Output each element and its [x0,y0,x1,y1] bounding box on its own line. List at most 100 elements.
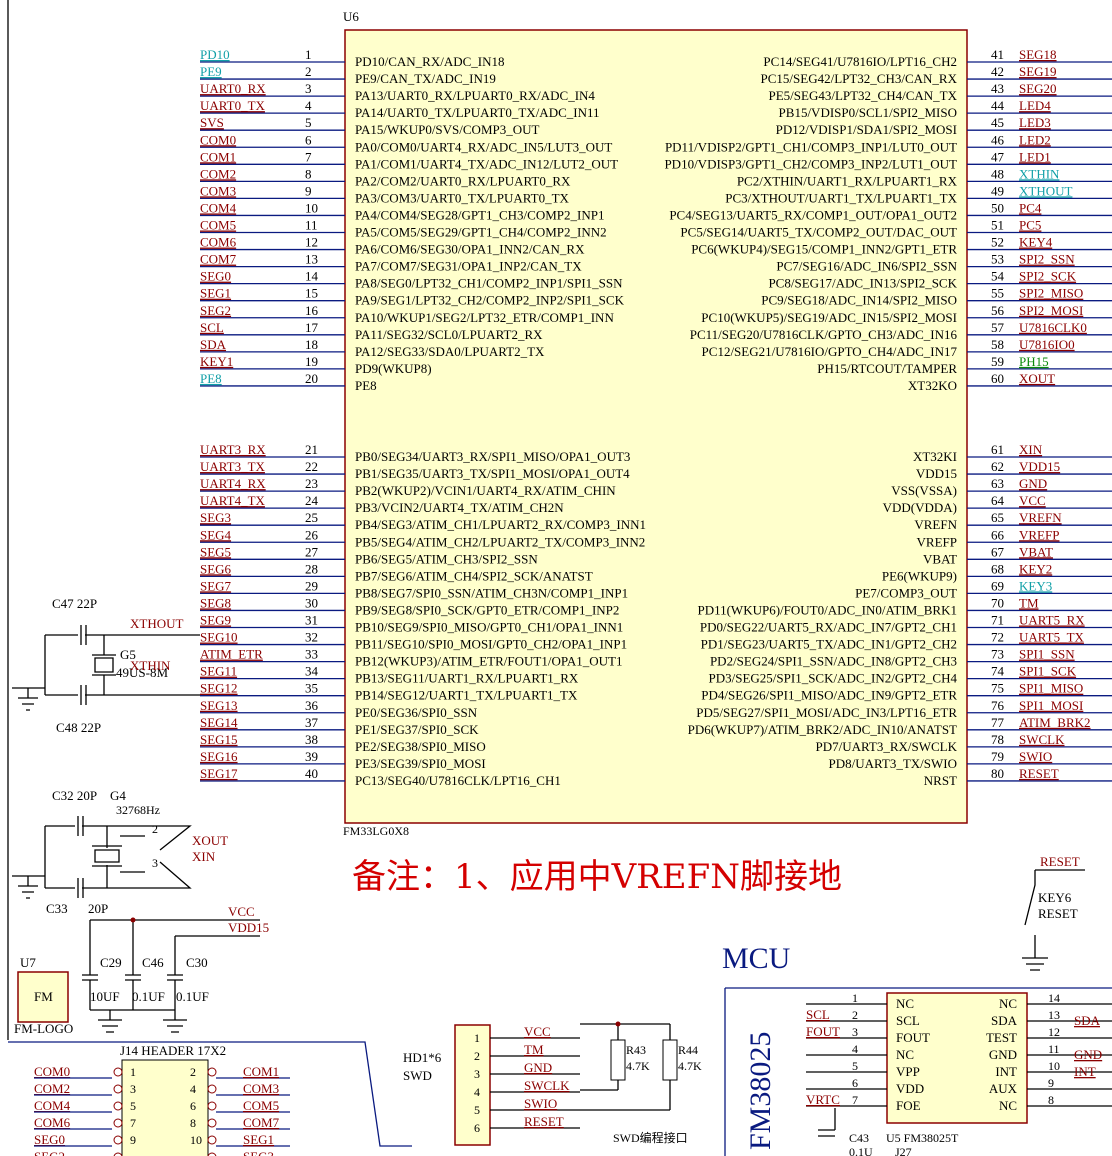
rtc-pin-function: NC [999,996,1017,1011]
u6-pin-number: 33 [305,647,318,662]
rtc-pin-number: 11 [1048,1042,1060,1056]
u6-pin-function: PA9/SEG1/LPT32_CH2/COMP2_INP2/SPI1_SCK [355,293,625,308]
u6-pin-number: 41 [991,47,1004,62]
u6-pin-function: PE0/SEG36/SPI0_SSN [355,705,478,720]
u6-pin-function: NRST [924,773,957,788]
rtc-pin-function: VDD [896,1081,924,1096]
j14-pin-dot [113,1135,123,1145]
u6-net-label: SEG3 [200,510,231,525]
j14-pin-dot [207,1084,217,1094]
section-border [8,987,1112,1156]
u6-net-label: SPI1_MISO [1019,681,1083,696]
u6-pin-function: XT32KI [913,449,957,464]
u6-net-label: SEG17 [200,766,238,781]
u6-pin-function: PE9/CAN_TX/ADC_IN19 [355,71,496,86]
u6-pin-function: PD4/SEG26/SPI1_MISO/ADC_IN9/GPT2_ETR [701,688,957,703]
vdd15-net: VDD15 [228,920,269,935]
u6-net-label: RESET [1019,766,1059,781]
u5-ref: U5 FM38025T [886,1131,959,1145]
u6-pin-number: 45 [991,115,1004,130]
u6-pin-number: 32 [305,630,318,645]
j14-left-net: SEG0 [34,1132,65,1147]
u6-net-label: SPI2_SSN [1019,252,1075,267]
c29-val: 10UF [90,989,120,1004]
j14-pin-number: 2 [190,1065,196,1079]
u6-net-label: COM4 [200,200,237,215]
j14-body [121,1059,209,1156]
swd-pin-number: 6 [474,1121,480,1135]
j14-right-net: COM7 [243,1115,280,1130]
u6-pin-number: 7 [305,149,312,164]
u6-net-label: SDA [200,337,227,352]
u6-pin-number: 36 [305,698,319,713]
logo-block: U7 FM FM-LOGO [14,955,73,1036]
c30-ref: C30 [186,955,208,970]
u6-net-label: PH15 [1019,354,1049,369]
u6-pin-function: PB2(WKUP2)/VCIN1/UART4_RX/ATIM_CHIN [355,483,616,498]
swd-ref: HD1*6 [403,1050,442,1065]
u6-pin-number: 76 [991,698,1005,713]
logo-text: FM [34,989,53,1004]
u6-pin-function: PB12(WKUP3)/ATIM_ETR/FOUT1/OPA1_OUT1 [355,654,622,669]
u6-net-label: SEG18 [1019,47,1057,62]
u6-net-label: VREFN [1019,510,1062,525]
u6-net-label: LED3 [1019,115,1051,130]
u6-pin-function: PD7/UART3_RX/SWCLK [815,739,957,754]
u6-pin-number: 2 [305,64,312,79]
u6-pin-number: 58 [991,337,1004,352]
u6-pin-function: PC3/XTHOUT/UART1_TX/LPUART1_TX [725,190,957,205]
u6-body [344,29,968,824]
rtc-pin-number: 5 [852,1059,858,1073]
u6-net-label: SEG8 [200,595,231,610]
u6-pin-number: 17 [305,320,319,335]
u6-pin-number: 60 [991,371,1004,386]
u6-pin-number: 61 [991,442,1004,457]
u6-pin-function: PB15/VDISP0/SCL1/SPI2_MISO [779,105,957,120]
u6-pin-number: 72 [991,630,1004,645]
j14-pin-number: 3 [130,1082,136,1096]
u6-pin-function: PA2/COM2/UART0_RX/LPUART0_RX [355,173,571,188]
u6-pin-function: PD8/UART3_TX/SWIO [829,756,958,771]
u6-pin-function: PC14/SEG41/U7816IO/LPT16_CH2 [763,54,957,69]
j14-pin-number: 1 [130,1065,136,1079]
u6-pin-number: 40 [305,766,318,781]
u6-net-label: UART3_RX [200,442,266,457]
g4-ref: G4 [110,788,126,803]
j14-pin-dot [207,1152,217,1156]
rtc-pin-function: FOE [896,1098,921,1113]
rtc-pin-number: 3 [852,1025,858,1039]
u6-pin-function: PC8/SEG17/ADC_IN13/SPI2_SCK [768,276,957,291]
u6-pin-function: PD0/SEG22/UART5_RX/ADC_IN7/GPT2_CH1 [700,620,957,635]
key6-ref: KEY6 [1038,890,1072,905]
rtc-pin-function: SDA [991,1013,1018,1028]
u6-pin-function: PB13/SEG11/UART1_RX/LPUART1_RX [355,671,579,686]
swd-body [454,1024,491,1146]
u6-net-label: U7816CLK0 [1019,320,1087,335]
u6-pin-function: PC13/SEG40/U7816CLK/LPT16_CH1 [355,773,561,788]
u6-pin-number: 43 [991,81,1004,96]
u6-pin-function: VDD(VDDA) [883,500,957,515]
u6-pin-function: PB9/SEG8/SPI0_SCK/GPT0_ETR/COMP1_INP2 [355,602,619,617]
u6-net-label: SEG10 [200,630,238,645]
rtc-pin-function: AUX [989,1081,1018,1096]
swd-name: SWD [403,1068,432,1083]
r43-junction [615,1021,621,1027]
rtc-pin-function: FOUT [896,1030,930,1045]
u6-net-label: XTHOUT [1019,183,1072,198]
u6-pin-function: PE6(WKUP9) [882,568,957,583]
swd-pin-number: 4 [474,1085,480,1099]
rtc-pin-function: TEST [986,1030,1017,1045]
u6-pin-number: 20 [305,371,318,386]
swd-label: SWD编程接口 [613,1130,688,1145]
key6-name: RESET [1038,906,1078,921]
u6-pin-number: 65 [991,510,1004,525]
u6-net-label: COM7 [200,252,237,267]
u6-net-label: VBAT [1019,544,1053,559]
j14-title: J14 HEADER 17X2 [120,1043,226,1058]
u6-pin-function: PB14/SEG12/UART1_TX/LPUART1_TX [355,688,578,703]
u6-pin-number: 6 [305,132,312,147]
g4-pin2: 2 [152,822,158,836]
vcc-junction [130,917,136,923]
